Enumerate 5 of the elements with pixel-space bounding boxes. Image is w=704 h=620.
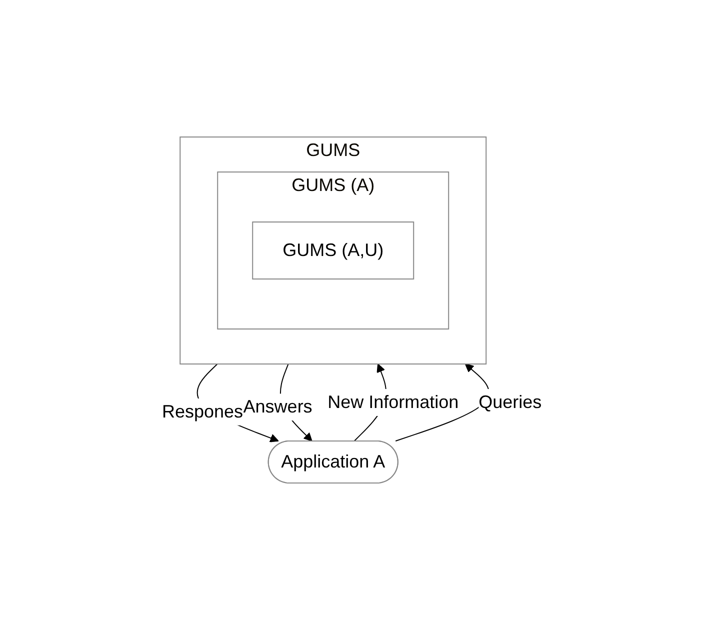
edge-label: New Information — [328, 392, 459, 412]
edge-label: Answers — [243, 396, 312, 417]
node-box: GUMS (A,U) — [252, 222, 414, 280]
edge-label: Respones — [162, 401, 244, 422]
edge-label: Queries — [478, 392, 542, 412]
